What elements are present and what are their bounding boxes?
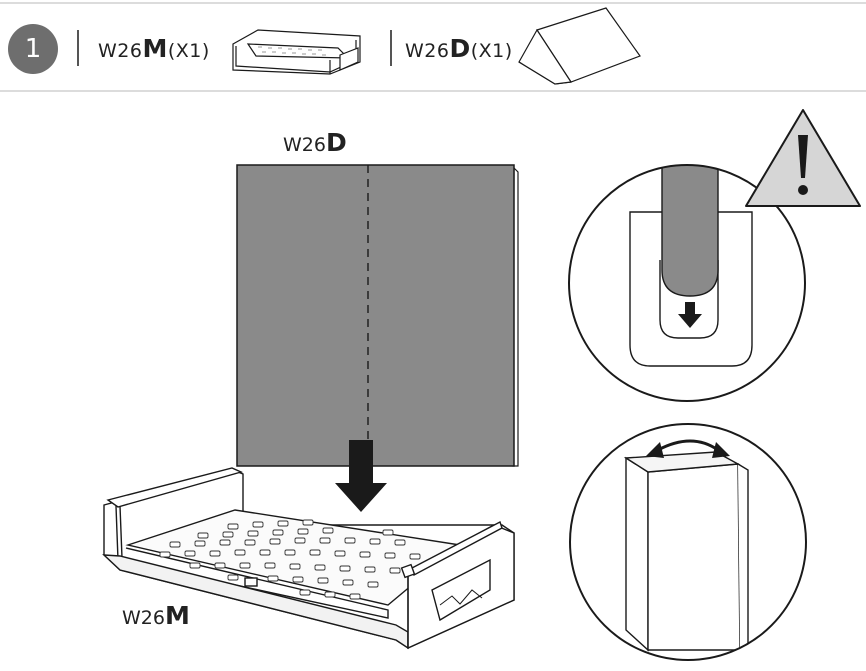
tray-thumbnail-icon — [232, 29, 361, 75]
detail-flex-view — [569, 423, 807, 661]
panel-label: W26D — [283, 128, 347, 157]
top-rule — [0, 2, 866, 4]
down-arrow-icon — [335, 440, 387, 512]
tray — [102, 467, 515, 650]
divider-panel — [236, 164, 519, 467]
divider-thumbnail-icon — [518, 7, 641, 85]
rotate-arrow-icon — [646, 439, 730, 458]
warning-triangle-icon — [745, 109, 861, 207]
header-separator — [77, 30, 79, 66]
part-label-tray: W26M(X1) — [98, 34, 210, 63]
part-label-divider: W26D(X1) — [405, 34, 513, 63]
down-arrow-icon — [678, 302, 702, 328]
header-rule — [0, 90, 866, 92]
header-separator — [390, 30, 392, 66]
tray-label: W26M — [122, 601, 190, 630]
step-number-badge: 1 — [8, 24, 58, 74]
detail-slot-view — [568, 164, 806, 402]
